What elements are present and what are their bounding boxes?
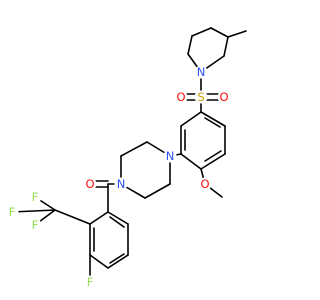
bond-line [89,254,109,269]
bond-line [191,27,212,37]
bond-layer [11,27,247,283]
bond-line [210,27,229,38]
atom-label-layer: N S O O N N O O [5,65,231,289]
bond-line [227,30,247,38]
bond-line [200,153,226,170]
atom-label: O [176,90,185,104]
bond-line [223,36,229,57]
atom-label: N [166,149,175,163]
bond-line [204,150,222,162]
atom-label: F [32,218,39,232]
atom-O-sulfonyl-right: O [217,90,231,104]
atom-N-piperazine-amide: N [114,177,128,191]
bond-line [180,153,202,170]
molecule-structure: N S O O N N O O [5,27,247,289]
bond-line [109,253,125,264]
atom-label: O [200,177,209,191]
atom-F-cf3-1: F [5,205,19,219]
bond-line [180,111,202,127]
atom-label: F [87,275,94,289]
atom-label: O [85,177,94,191]
bond-line [107,211,129,225]
bond-line [204,117,221,128]
bond-line [187,35,193,55]
bond-line [89,211,109,225]
atom-label: S [197,90,204,104]
atom-label: F [9,205,16,219]
atom-F-cf3-2: F [28,190,42,204]
atom-F-aryl: F [83,275,97,289]
atom-label: N [197,65,206,79]
bond-line [109,216,125,228]
atom-S-sulfonyl: S [194,90,208,104]
atom-O-carbonyl: O [83,177,97,191]
atom-label: O [219,90,228,104]
bond-line [54,209,91,225]
bond-line [120,141,148,157]
bond-line [144,183,171,199]
atom-label: N [117,177,126,191]
atom-F-cf3-3: F [28,218,42,232]
bond-line [200,111,226,127]
atom-N-piperazine-aryl: N [163,149,177,163]
atom-O-sulfonyl-left: O [174,90,188,104]
bond-line [11,209,56,213]
atom-N-piperidine: N [194,65,208,79]
atom-O-methoxy: O [198,177,212,191]
atom-label: F [32,190,39,204]
bond-line [107,254,129,269]
